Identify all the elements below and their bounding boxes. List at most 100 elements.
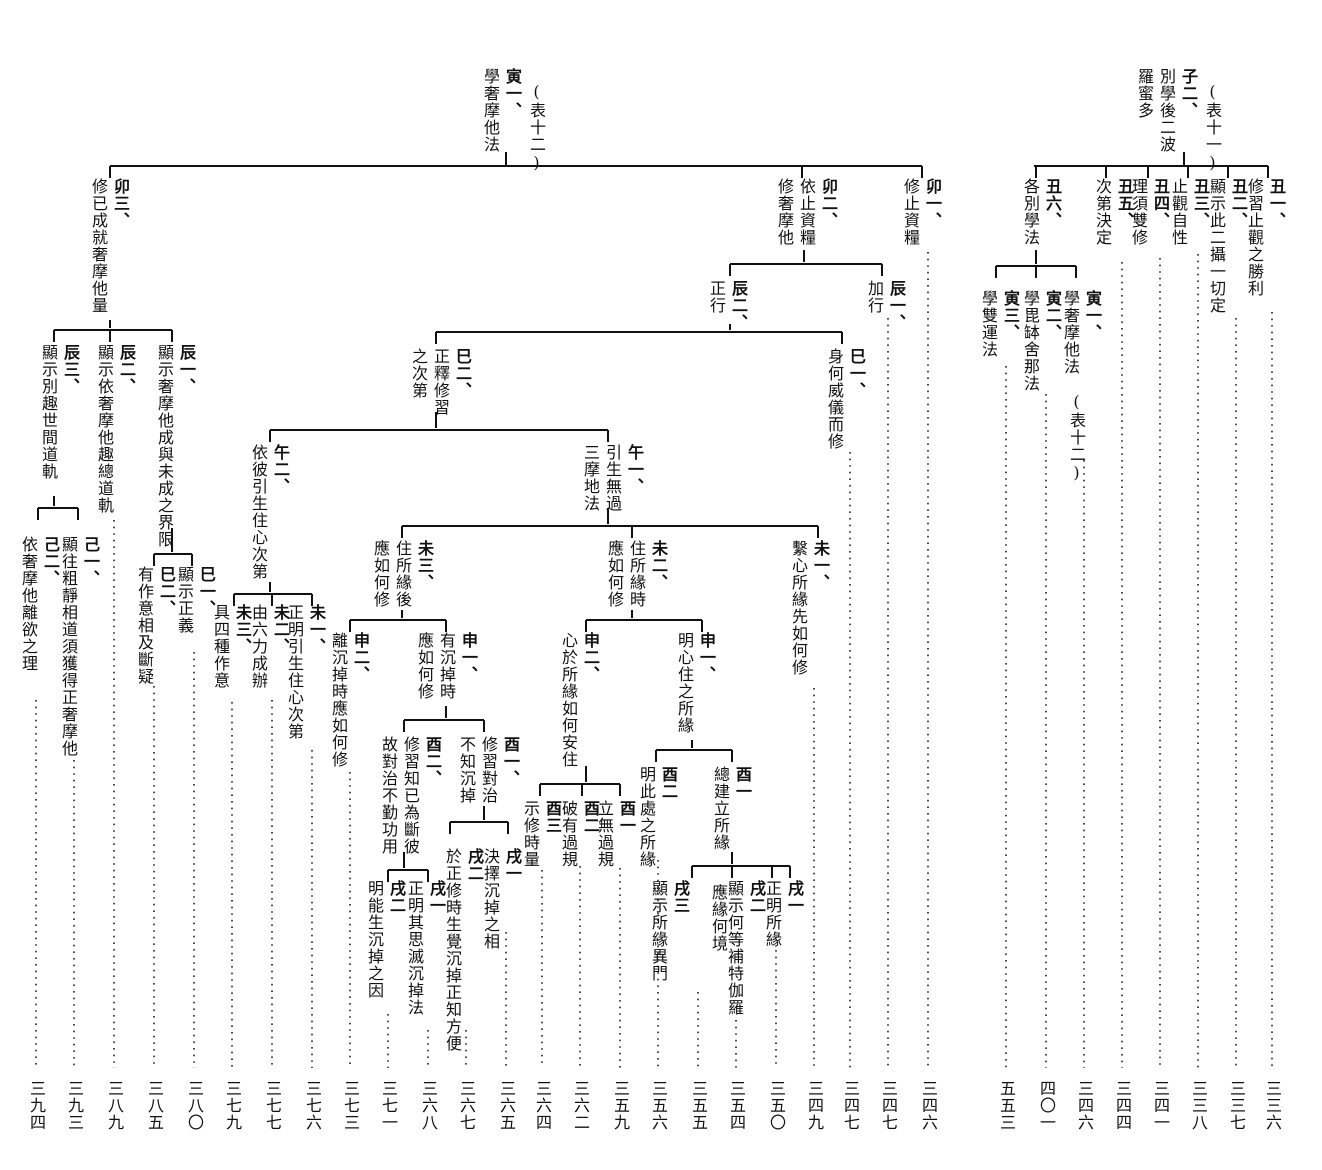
t12-page-number: 三六五 xyxy=(497,1080,516,1131)
node-t12-m2b: 辰二、正行 xyxy=(706,280,748,331)
t12-g2-text-1: 有作意相及斷疑 xyxy=(135,566,154,685)
node-t12-s2: 申二、心於所緣如何安住 xyxy=(558,632,600,768)
t12-y2-text-1: 明此處之所緣 xyxy=(637,766,656,868)
t12-v2-text-0: 未二、 xyxy=(649,540,668,591)
t12-k3-text-0: 未三、 xyxy=(233,604,252,655)
t12-m2-text-2: 修奢摩他 xyxy=(775,178,794,246)
t12-page-number: 三七三 xyxy=(341,1080,360,1131)
t12-h2-text-1: 顯示依奢摩他趣總道軌 xyxy=(95,344,114,514)
t11-page-number: 三四六 xyxy=(1075,1080,1094,1131)
t11-label-text-0: (表十一) xyxy=(1203,82,1222,173)
t12-h1-text-1: 顯示奢摩他成與未成之界限 xyxy=(155,344,174,548)
t12-page-number: 三六七 xyxy=(457,1080,476,1131)
t12-page-number: 三六八 xyxy=(419,1080,438,1131)
t11-c2-text-0: 寅二、 xyxy=(1043,290,1062,341)
t12-page-number: 三五〇 xyxy=(767,1080,786,1131)
t12-q1-text-0: 戌一 xyxy=(503,848,522,882)
t11-b2-text-0: 丑二、 xyxy=(1229,178,1248,229)
t12-k3-text-1: 具四種作意 xyxy=(211,604,230,689)
node-t12-w1: 午一、引生無過三摩地法 xyxy=(580,444,644,512)
node-t11-c1-ref: (表十二) xyxy=(1066,392,1086,483)
node-t11-c1: 寅一、學奢摩他法 xyxy=(1060,290,1102,375)
node-t12-x1: 戌一正明所緣 xyxy=(762,880,804,948)
t12-v2-text-2: 應如何修 xyxy=(605,540,624,608)
t12-v1-text-0: 未一、 xyxy=(811,540,830,591)
t12-r2-text-2: 故對治不勤功用 xyxy=(379,736,398,855)
t12-page-number: 三四七 xyxy=(841,1080,860,1131)
t12-root-text-1: 學奢摩他法 xyxy=(481,68,500,153)
t12-h3-text-0: 辰三、 xyxy=(61,344,80,395)
t11-c2-text-1: 學毘缽舍那法 xyxy=(1021,290,1040,392)
t12-x1-text-1: 正明所緣 xyxy=(763,880,782,948)
t12-m2-text-0: 卯二、 xyxy=(819,178,838,229)
node-t12-m2a: 辰一、加行 xyxy=(864,280,906,331)
node-t12-root: 寅一、學奢摩他法 xyxy=(480,68,522,153)
t11-c1-text-0: 寅一、 xyxy=(1083,290,1102,341)
t12-t2-text-0: 申二、 xyxy=(351,632,370,683)
node-t12-x2: 戌二顯示何等補特伽羅 xyxy=(724,880,766,1016)
t12-z1-text-0: 酉一 xyxy=(617,800,636,834)
t11-c1-ref-text-0: (表十二) xyxy=(1067,392,1086,483)
t12-h3-text-1: 顯示別趣世間道軌 xyxy=(39,344,58,480)
node-t12-q1: 戌一決擇沉掉之相 xyxy=(480,848,522,950)
t12-s1-text-1: 明心住之所緣 xyxy=(675,632,694,734)
node-t11-b3: 丑三、止觀自性 xyxy=(1168,178,1210,246)
t12-x2-text-0: 戌二 xyxy=(747,880,766,914)
t12-page-number: 三六二 xyxy=(571,1080,590,1131)
t11-b5-text-1: 次第決定 xyxy=(1093,178,1112,246)
node-t12-m1: 卯一、修止資糧 xyxy=(900,178,942,246)
t12-page-number: 三八五 xyxy=(145,1080,164,1131)
node-t12-z1: 酉一立無過規 xyxy=(594,800,636,868)
t11-root-text-1: 別學後二波 xyxy=(1157,68,1176,153)
t12-p2-text-1: 正釋修習 xyxy=(431,348,450,416)
node-t12-r1: 酉一、修習對治不知沉掉 xyxy=(456,736,520,804)
node-t12-h2: 辰二、顯示依奢摩他趣總道軌 xyxy=(94,344,136,514)
t12-p1-text-1: 身何威儀而修 xyxy=(825,348,844,450)
t12-v3-text-0: 未三、 xyxy=(415,540,434,591)
t12-p2-text-2: 之次第 xyxy=(409,348,428,399)
t12-w2-text-0: 午二、 xyxy=(271,444,290,495)
t12-w2-text-1: 依彼引生住心次第 xyxy=(249,444,268,580)
t12-label-text-0: (表十二) xyxy=(527,82,546,173)
t12-p1-text-0: 巳一、 xyxy=(847,348,866,399)
t11-b6-text-1: 各別學法 xyxy=(1021,178,1040,246)
node-t12-x2b: 應緣何境 xyxy=(708,884,728,952)
node-t11-b6: 丑六、各別學法 xyxy=(1020,178,1062,246)
t11-c3-text-1: 學雙運法 xyxy=(979,290,998,358)
t12-f2-text-0: 己二、 xyxy=(41,536,60,587)
t12-x3-text-0: 戌三 xyxy=(671,880,690,914)
t12-k1-text-1: 正明引生住心次第 xyxy=(285,604,304,740)
node-t11-root: 子二、別學後二波羅蜜多 xyxy=(1134,68,1198,153)
t12-v3-text-1: 住所緣後 xyxy=(393,540,412,608)
node-t12-v3: 未三、住所緣後應如何修 xyxy=(370,540,434,608)
node-t12-t2: 申二、離沉掉時應如何修 xyxy=(328,632,370,768)
t12-g1-text-1: 顯示正義 xyxy=(175,566,194,634)
t11-page-number: 四〇一 xyxy=(1037,1080,1056,1131)
t12-m2b-text-0: 辰二、 xyxy=(729,280,748,331)
node-t12-label: (表十二) xyxy=(526,82,546,173)
t12-y1-text-1: 總建立所緣 xyxy=(711,766,730,851)
t12-page-number: 三五九 xyxy=(611,1080,630,1131)
t12-page-number: 三七一 xyxy=(379,1080,398,1131)
t12-m1-text-1: 修止資糧 xyxy=(901,178,920,246)
node-t12-o1: 戌一正明其思滅沉掉法 xyxy=(404,880,446,1016)
t12-v2-text-1: 住所緣時 xyxy=(627,540,646,608)
t12-page-number: 三七七 xyxy=(263,1080,282,1131)
t12-q2-text-1: 於正修時生覺沉掉正知方便 xyxy=(443,848,462,1052)
t12-t2-text-1: 離沉掉時應如何修 xyxy=(329,632,348,768)
node-t12-x3: 戌三顯示所緣異門 xyxy=(648,880,690,982)
t12-page-number: 三五六 xyxy=(649,1080,668,1131)
t12-page-number: 三五五 xyxy=(689,1080,708,1131)
t12-page-number: 三六四 xyxy=(533,1080,552,1131)
t12-x1-text-0: 戌一 xyxy=(785,880,804,914)
node-t12-y1: 酉一總建立所緣 xyxy=(710,766,752,851)
t11-root-text-0: 子二、 xyxy=(1179,68,1198,119)
t12-f1-text-1: 顯往粗靜相道須獲得正奢摩他 xyxy=(59,536,78,757)
t12-page-number: 三九三 xyxy=(65,1080,84,1131)
t12-x3-text-1: 顯示所緣異門 xyxy=(649,880,668,982)
t12-t1-text-0: 申一、 xyxy=(459,632,478,683)
node-t12-h3: 辰三、顯示別趣世間道軌 xyxy=(38,344,80,480)
t12-x2b-text-0: 應緣何境 xyxy=(709,884,728,952)
t11-b4-text-1: 理須雙修 xyxy=(1129,178,1148,246)
